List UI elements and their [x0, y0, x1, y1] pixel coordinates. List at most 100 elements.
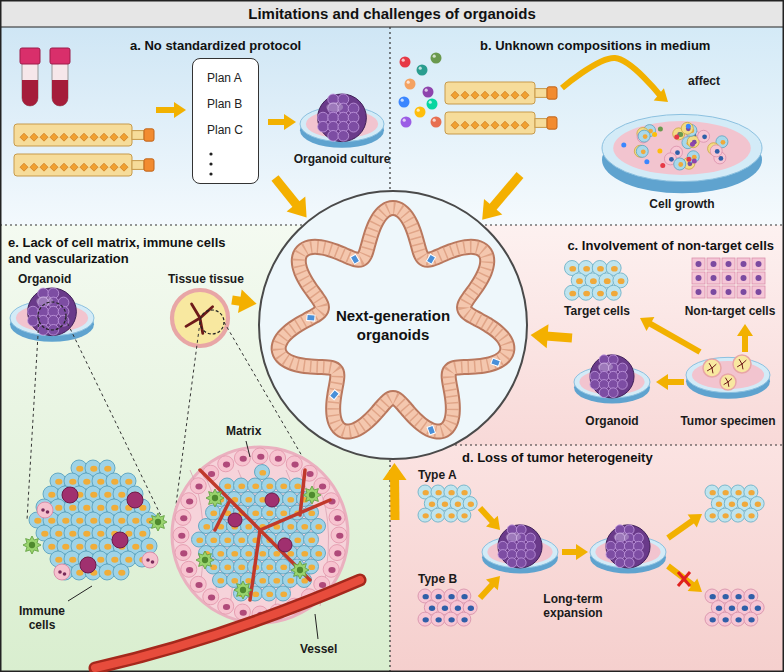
- organoid-marker: [350, 254, 359, 264]
- cell-cluster: [429, 502, 435, 507]
- organoid: [606, 550, 616, 560]
- tissue-zoom: [262, 505, 277, 520]
- organoid: [348, 121, 359, 132]
- tissue-zoom: [224, 483, 231, 489]
- intestinal-organoid: [279, 208, 508, 432]
- non-target-cells: [741, 261, 747, 267]
- figure-label: Type A: [418, 468, 457, 482]
- test-tube: [50, 48, 70, 106]
- culture-flask: [120, 133, 128, 141]
- tumor-tissue: [708, 364, 717, 373]
- organoid-zoom: [97, 557, 104, 563]
- growing-cells: [674, 158, 686, 170]
- organoid-marker: [307, 314, 315, 321]
- growing-cells: [678, 162, 683, 167]
- tissue-zoom: [186, 567, 193, 573]
- culture-flask: [511, 121, 519, 129]
- culture-flask: [445, 82, 535, 104]
- non-target-cells: [756, 275, 762, 281]
- organoid-zoom: [69, 531, 76, 537]
- tissue-zoom: [266, 564, 273, 570]
- growing-cells: [710, 145, 722, 157]
- immune-cell: [303, 486, 321, 504]
- plan-option: Plan B: [207, 97, 242, 111]
- leader-line: [246, 441, 250, 457]
- growing-cells: [692, 158, 697, 163]
- non-target-cells: [741, 289, 747, 295]
- zoom-line: [172, 322, 200, 535]
- growing-cells: [715, 149, 720, 154]
- tissue-zoom: [266, 483, 273, 489]
- organoid: [590, 355, 634, 398]
- organoid-zoom: [104, 544, 111, 550]
- organoid-zoom: [127, 492, 143, 508]
- tissue-zoom: [180, 515, 187, 521]
- tissue-zoom: [238, 564, 245, 570]
- cell-cluster: [468, 606, 474, 611]
- growing-cells: [687, 151, 699, 163]
- tissue-zoom: [336, 533, 343, 539]
- cell-cluster: [705, 589, 764, 626]
- cell-cluster: [461, 513, 467, 518]
- non-target-cells: [696, 261, 702, 267]
- tissue-zoom: [331, 527, 347, 543]
- tissue-zoom: [308, 564, 315, 570]
- non-target-cells: [722, 258, 735, 270]
- tissue-zoom: [203, 589, 219, 605]
- arrow-head: [482, 199, 502, 220]
- figure-label: Organoid: [585, 414, 638, 428]
- cell-cluster: [735, 617, 741, 622]
- culture-flask: [30, 133, 38, 141]
- panel-heading: b. Unknown compositions in medium: [480, 38, 710, 54]
- tissue-zoom: [213, 573, 228, 588]
- immune-cell: [240, 587, 246, 593]
- culture-flask: [451, 121, 459, 129]
- tissue-zoom: [195, 484, 202, 490]
- culture-flask: [547, 87, 557, 99]
- cell-cluster: [755, 502, 761, 507]
- arrow-head: [640, 317, 654, 331]
- cell-cluster: [590, 278, 597, 284]
- non-target-cells: [707, 258, 720, 270]
- organoid: [590, 355, 634, 398]
- organoid-marker: [426, 254, 435, 264]
- flow-arrow: [156, 102, 186, 118]
- tissue-zoom: [192, 532, 207, 547]
- leader-line: [315, 614, 318, 639]
- organoid-zoom: [90, 492, 97, 498]
- connector-arrow: [383, 463, 407, 520]
- organoid-zoom: [146, 558, 150, 562]
- organoid-zoom: [90, 518, 97, 524]
- zoom-line: [27, 318, 39, 520]
- growing-cells: [718, 156, 723, 161]
- tissue-zoom: [218, 456, 234, 472]
- cell-cluster: [592, 285, 607, 300]
- organoid-zoom: [55, 557, 62, 563]
- non-target-cells: [711, 261, 717, 267]
- immune-cell: [155, 519, 161, 525]
- tissue-zoom: [315, 551, 322, 557]
- medium-component: [403, 119, 406, 122]
- non-target-cells: [707, 286, 720, 298]
- arrow-shaft: [275, 178, 297, 206]
- tissue-zoom: [315, 524, 322, 530]
- cell-cluster: [583, 266, 590, 272]
- tissue-zoom: [181, 493, 197, 509]
- arrow-shaft: [268, 119, 286, 125]
- cell-cluster: [710, 617, 716, 622]
- test-tube: [52, 80, 68, 106]
- medium-component: [415, 107, 426, 118]
- cell-cluster: [436, 617, 442, 622]
- immune-cell: [212, 495, 218, 501]
- non-target-cells: [756, 289, 762, 295]
- tissue-zoom: [245, 497, 252, 503]
- tissue-zoom: [234, 532, 249, 547]
- organoid-zoom: [104, 492, 111, 498]
- tissue-zoom: [273, 551, 280, 557]
- culture-flask: [50, 133, 58, 141]
- plan-box: Plan APlan BPlan C: [192, 58, 259, 184]
- tissue-zoom: [276, 586, 291, 601]
- growing-cells: [658, 127, 663, 132]
- non-target-cells: [692, 272, 705, 284]
- tissue-zoom: [196, 537, 203, 543]
